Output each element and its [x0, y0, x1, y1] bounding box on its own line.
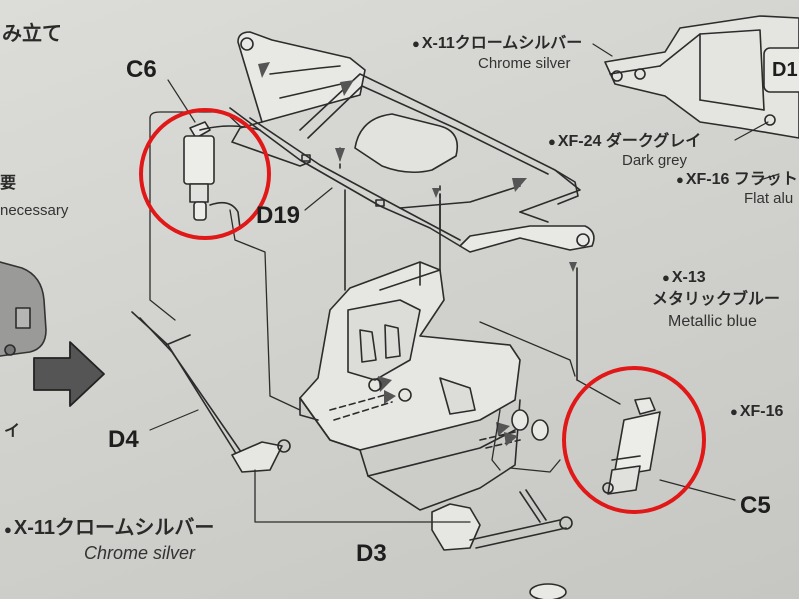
paint-x13-en: Metallic blue: [668, 313, 757, 330]
paint-x13-code-text: X-13: [671, 269, 706, 286]
step-arrow-icon: [33, 341, 105, 407]
arrowheads: [258, 62, 577, 446]
washer-part: [529, 583, 567, 599]
paint-x13-jp: メタリックブルー: [652, 291, 781, 308]
paint-xf16-en: Flat alu: [744, 190, 794, 207]
previous-step-box: [0, 261, 47, 357]
paint-x11-top-jp-text: X-11クロームシルバー: [421, 35, 583, 52]
step-title-fragment: み立て: [2, 23, 62, 45]
label-d1-fragment: D1: [772, 59, 798, 81]
bullet-icon: ●: [548, 134, 556, 149]
paint-xf16-jp-text: XF-16 フラット: [685, 171, 798, 188]
c5-shock-absorber: [602, 397, 661, 495]
paint-x11-bottom-jp: ●X-11クロームシルバー: [4, 518, 214, 538]
inset-d1-frame: [604, 15, 799, 139]
bullet-icon: ●: [412, 36, 420, 51]
paint-x13-code: ●X-13: [662, 270, 706, 286]
paint-x11-bottom-en: Chrome silver: [84, 543, 196, 563]
left-note-jp: 要: [0, 175, 17, 192]
connection-lines: [149, 111, 621, 523]
left-note-en: necessary: [0, 202, 69, 219]
label-d4: D4: [108, 426, 139, 453]
paint-xf24-jp-text: XF-24 ダークグレイ: [557, 133, 702, 150]
c6-highlight-circle: [139, 108, 271, 240]
leader-lines: [149, 43, 780, 501]
bullet-icon: ●: [4, 522, 12, 537]
paint-xf16-jp: ●XF-16 フラット: [676, 172, 798, 188]
bullet-icon: ●: [730, 404, 738, 419]
shock-mounts: [368, 378, 549, 441]
paint-x11-top-jp: ●X-11クロームシルバー: [412, 36, 582, 52]
label-d3: D3: [356, 540, 387, 567]
lower-chassis: [299, 261, 521, 511]
d3-part: [431, 489, 573, 551]
paint-x11-top-en: Chrome silver: [478, 55, 571, 72]
label-c5: C5: [740, 492, 771, 519]
highlight-circles: [139, 108, 706, 514]
c5-highlight-circle: [562, 366, 706, 514]
paint-xf16-fragment-text: XF-16: [739, 403, 784, 420]
paint-xf16-fragment: ●XF-16: [730, 404, 783, 420]
label-c6: C6: [126, 56, 157, 83]
bullet-icon: ●: [676, 172, 684, 187]
paint-xf24-en: Dark grey: [622, 152, 688, 169]
c6-shock-absorber: [183, 121, 261, 229]
d4-rod: [131, 311, 291, 473]
d19-frame: [229, 31, 595, 253]
label-d19: D19: [256, 202, 301, 229]
paint-x11-bottom-jp-text: X-11クロームシルバー: [13, 517, 215, 539]
insertion-arrows: [329, 394, 521, 449]
paint-xf24-jp: ●XF-24 ダークグレイ: [548, 134, 701, 150]
left-note-jp2: イ: [4, 423, 21, 440]
bullet-icon: ●: [662, 270, 670, 285]
